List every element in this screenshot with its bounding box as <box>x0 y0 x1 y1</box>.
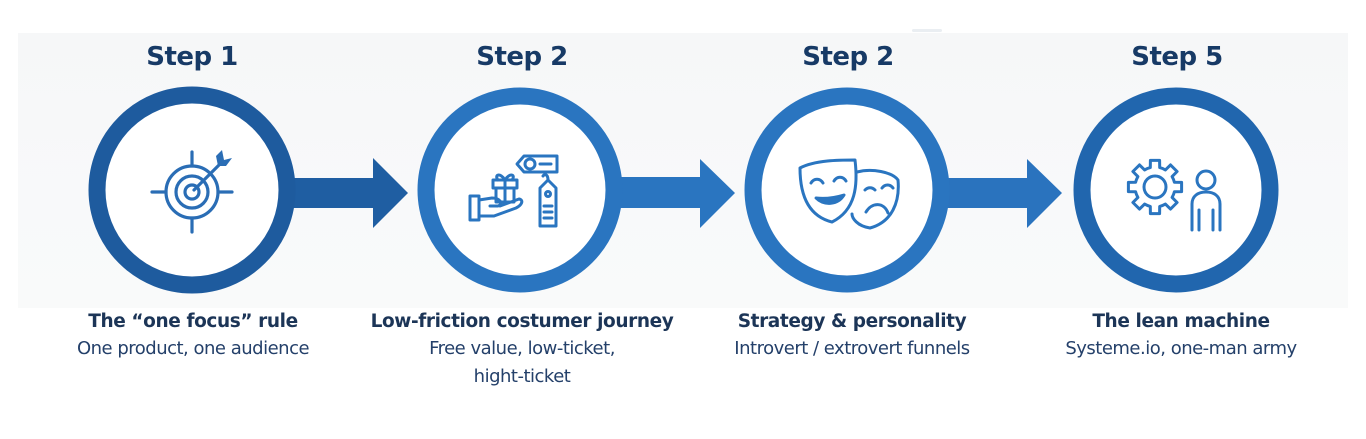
step-3-subtitle-line-1: Introvert / extrovert funnels <box>734 338 970 359</box>
step-3-title: Strategy & personality <box>737 311 967 332</box>
gear-person-icon <box>1126 158 1222 232</box>
step-3-heading: Step 2 <box>802 42 894 72</box>
step-3-caption: Strategy & personality Introvert / extro… <box>682 309 1022 363</box>
step-2-subtitle-line-2: hight-ticket <box>473 366 571 387</box>
step-ring-4 <box>1073 87 1279 293</box>
step-1-caption: The “one focus” rule One product, one au… <box>23 309 363 363</box>
step-2-heading: Step 2 <box>476 42 568 72</box>
theater-masks-icon <box>798 158 900 230</box>
step-ring-1 <box>88 86 296 294</box>
step-2-title: Low-friction costumer journey <box>370 311 674 332</box>
step-4-heading: Step 5 <box>1131 42 1223 72</box>
step-4-subtitle-line-1: Systeme.io, one-man army <box>1065 338 1297 359</box>
step-ring-2 <box>417 87 623 293</box>
arrow-step1-to-step2 <box>290 158 408 228</box>
step-2-subtitle-line-1: Free value, low-ticket, <box>429 338 615 359</box>
arrow-step3-to-step4 <box>946 159 1062 228</box>
step-1-subtitle-line-1: One product, one audience <box>76 338 310 359</box>
step-ring-3 <box>744 87 950 293</box>
decorative-mark <box>912 29 942 32</box>
hand-gift-price-tag-icon <box>468 154 559 228</box>
target-arrow-icon <box>150 150 234 234</box>
step-1-title: The “one focus” rule <box>88 311 298 332</box>
arrow-step2-to-step3 <box>618 159 735 228</box>
step-4-caption: The lean machine Systeme.io, one-man arm… <box>1011 309 1351 363</box>
step-2-caption: Low-friction costumer journey Free value… <box>352 309 692 391</box>
step-4-title: The lean machine <box>1092 311 1270 332</box>
step-1-heading: Step 1 <box>146 42 238 72</box>
